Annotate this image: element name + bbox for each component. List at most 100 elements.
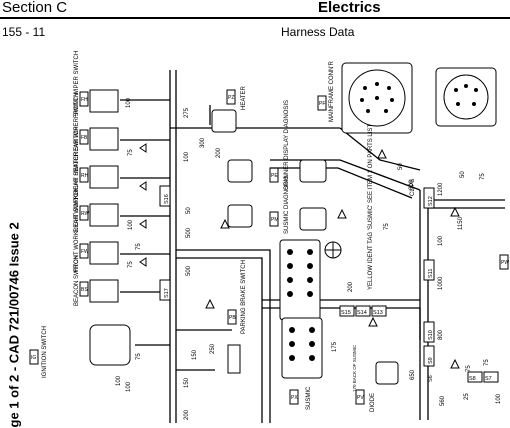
tag-RW: RW — [81, 211, 90, 217]
dim-value: 25 — [464, 393, 470, 400]
ignition-connector — [89, 324, 131, 366]
page-header: Section C Electrics — [0, 0, 510, 18]
label-rear-wiper: REAR WIPER SWITCH — [74, 93, 80, 156]
label-front-worklight: FRONT WORKLIGHT SWITCH — [74, 188, 80, 272]
dim-value: 800 — [438, 329, 444, 340]
label-heater: HEATER — [241, 85, 247, 110]
tag-FB: FB — [81, 135, 88, 141]
segment-box-S15 — [339, 305, 355, 317]
dim-value: 100 — [126, 381, 132, 392]
header-rule — [0, 17, 510, 19]
label-front-wiper: FRONT WIPER SWITCH — [74, 51, 80, 118]
label-beacon: BEACON SWITCH — [74, 255, 80, 306]
segment-label: S12 — [428, 196, 434, 206]
dim-value: 150 — [184, 377, 190, 388]
dim-value: 600 — [409, 179, 415, 190]
tag-PZ: PZ — [228, 95, 234, 101]
dim-value: 75 — [484, 359, 490, 366]
dim-value: 75 — [128, 149, 134, 156]
front-wiper-connector — [89, 89, 119, 113]
dim-value: 150 — [192, 349, 198, 360]
tag-BS: BS — [81, 287, 88, 293]
susmic-diag-connector — [299, 207, 327, 231]
segment-box-S14 — [355, 305, 371, 317]
dim-value: 75 — [466, 365, 472, 372]
rear-heater-connector — [89, 165, 119, 189]
tag-PM: PM — [271, 217, 279, 223]
spanner-connector-a — [227, 159, 253, 183]
dim-value: 250 — [210, 343, 216, 354]
dim-value: 175 — [332, 341, 338, 352]
segment-label: S15 — [341, 310, 351, 316]
page-number: 155 - 11 — [2, 25, 46, 39]
dim-value: 75 — [136, 353, 142, 360]
dim-value: 200 — [184, 409, 190, 420]
page-subtitle: Harness Data — [281, 25, 355, 39]
section-label: Section C — [2, 0, 68, 16]
segment-box-S13 — [371, 305, 387, 317]
label-rear-worklight: REAR WORKLIGHT SWITCH — [74, 152, 80, 232]
dim-value: 75 — [384, 223, 390, 230]
dim-value: 50 — [186, 207, 192, 214]
dim-value: 650 — [410, 369, 416, 380]
segment-box-S11 — [423, 259, 435, 281]
tag-FW: FW — [81, 249, 89, 255]
susmic-ecu-connector-b — [281, 317, 323, 379]
segment-box-S17 — [159, 279, 171, 301]
dim-value: 500 — [186, 227, 192, 238]
dim-value: 560 — [440, 395, 446, 406]
dim-value: 200 — [348, 281, 354, 292]
segment-label: S7 — [485, 376, 492, 382]
tag-PF: PF — [319, 101, 325, 107]
dim-value: 100 — [438, 235, 444, 246]
note-170: 170 BACK OF SUSMIC — [352, 344, 357, 392]
dim-value: 100 — [126, 97, 132, 108]
label-yellow-ident: YELLOW IDENT TAG 'SUSMIC' SEE ITEM 1 ON … — [368, 124, 374, 290]
segment-box-S12 — [423, 187, 435, 209]
tag-PV: PV — [357, 395, 364, 401]
page-title: Electrics — [318, 0, 381, 16]
tag-PW: PW — [501, 260, 509, 266]
front-worklight-connector — [89, 241, 119, 265]
dim-value: 300 — [200, 137, 206, 148]
dim-value: 275 — [184, 107, 190, 118]
parking-brake-connector — [227, 344, 241, 374]
dim-value: 75 — [128, 261, 134, 268]
segment-label: S13 — [373, 310, 383, 316]
segment-box-S8 — [467, 371, 483, 383]
dim-value: 100 — [496, 393, 502, 404]
label-diode: DIODE — [370, 393, 376, 412]
susmic-ecu-connector — [279, 239, 321, 321]
label-parking-brake: PARKING BRAKE SWITCH — [241, 260, 247, 334]
segment-box-S9 — [423, 345, 435, 367]
tag-PE: PE — [271, 173, 278, 179]
tag-FH: FH — [81, 97, 88, 103]
label-mainframe: MAINFRAME CONN'R — [329, 61, 335, 122]
rear-worklight-connector — [89, 203, 119, 227]
dim-value: 1200 — [438, 182, 444, 196]
spanner-display-connector — [299, 159, 327, 183]
segment-label: S9 — [428, 357, 434, 364]
label-clips: CLIPS — [410, 179, 416, 196]
segment-label: S8 — [469, 376, 476, 382]
diode-connector — [375, 361, 399, 385]
dim-value: 50 — [460, 171, 466, 178]
spanner-connector-b — [227, 204, 253, 228]
segment-label: S6 — [428, 375, 434, 382]
rear-wiper-connector — [89, 127, 119, 151]
segment-label: S14 — [357, 310, 367, 316]
label-susmic-diag: SUSMIC DIAGNOSIS — [284, 176, 290, 234]
segment-label: S16 — [164, 194, 170, 204]
tag-list: FH FB RH RW FW BS IG PB PF PE PM PX PV P… — [29, 89, 509, 405]
segment-box-S7 — [483, 371, 499, 383]
tag-PB: PB — [229, 315, 236, 321]
tag-RH: RH — [81, 173, 89, 179]
heater-connector — [211, 109, 237, 133]
segment-box-S10 — [423, 321, 435, 343]
segment-label: S17 — [164, 288, 170, 298]
segment-label: S10 — [428, 330, 434, 340]
segment-box-S16 — [159, 185, 171, 207]
dim-value: 1150 — [458, 216, 464, 230]
beacon-connector — [89, 279, 119, 303]
dim-value: 100 — [184, 151, 190, 162]
